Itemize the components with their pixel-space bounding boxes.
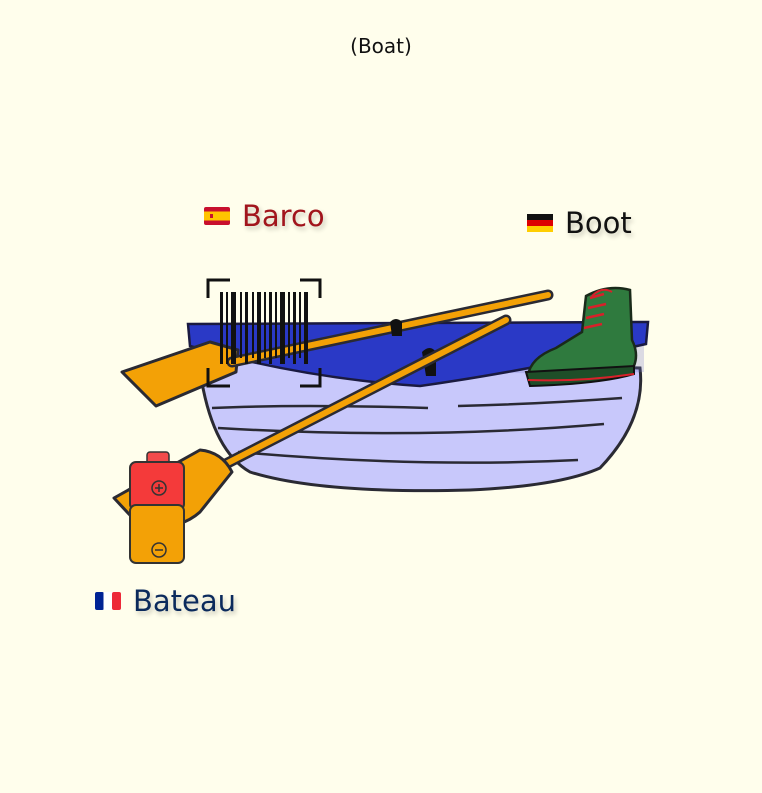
battery-icon	[129, 451, 185, 564]
boot-icon	[524, 286, 638, 388]
translation-word: Barco	[242, 199, 325, 233]
spain-flag-icon	[204, 207, 230, 225]
translation-spanish: Barco	[204, 199, 325, 233]
translation-word: Bateau	[133, 584, 237, 618]
translation-french: Bateau	[95, 584, 236, 618]
france-flag-icon	[95, 592, 121, 610]
translation-german: Boot	[527, 206, 632, 240]
translation-word: Boot	[565, 206, 632, 240]
germany-flag-icon	[527, 214, 553, 232]
boat-illustration	[112, 289, 650, 530]
page-title: (Boat)	[350, 34, 412, 58]
barcode-icon	[206, 278, 322, 388]
